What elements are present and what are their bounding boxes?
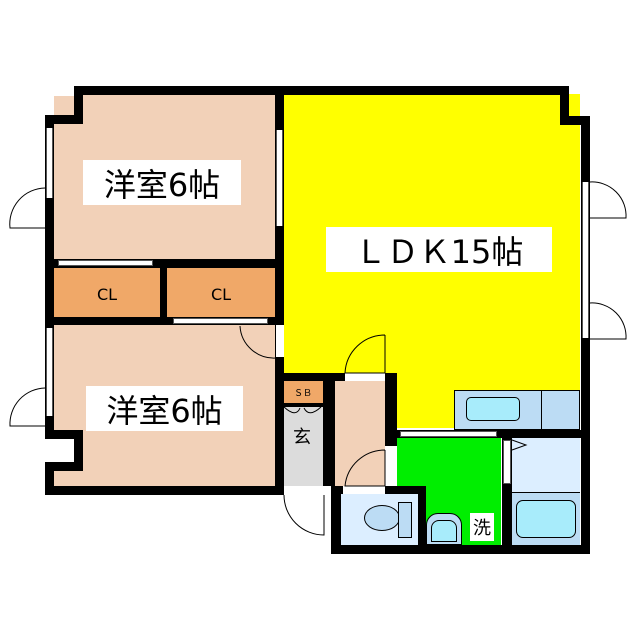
entrance-door-gap[interactable]	[284, 486, 324, 495]
room-label-western-2: 洋室6帖	[86, 386, 243, 431]
closet-2-label: CL	[210, 284, 232, 304]
wall-closet-divider	[160, 259, 167, 323]
washroom-sliding-door[interactable]	[400, 431, 497, 437]
window-room1-ldk[interactable]	[276, 130, 283, 226]
wall-bottom-right	[331, 545, 590, 554]
room2-door-gap[interactable]	[276, 325, 284, 357]
wall-sb-bottom	[283, 403, 323, 407]
door-arc-toilet	[344, 449, 386, 487]
bath-door-triangle	[511, 439, 528, 451]
ldk-door-gap[interactable]	[345, 373, 385, 381]
room-label-ldk: ＬＤＫ15帖	[326, 227, 552, 272]
door-arc-entrance	[283, 494, 325, 536]
toilet-tank-icon	[398, 502, 412, 538]
bath-door[interactable]	[503, 440, 511, 484]
window-ldk-right[interactable]	[582, 182, 589, 338]
sink-icon	[466, 397, 520, 421]
washroom-label: 洗	[470, 513, 494, 541]
wall-entrance-hall	[323, 380, 335, 486]
door-arc-ldk-right-1	[589, 181, 627, 219]
closet-1	[54, 268, 160, 318]
closet-1-sliding-door[interactable]	[58, 260, 153, 266]
wall-hall-right	[385, 373, 397, 446]
wall-toilet-left	[331, 486, 341, 554]
door-arc-ldk-right-2	[589, 302, 627, 340]
wall-top-left-step-v	[74, 86, 83, 124]
wall-left-notch-1	[45, 430, 83, 439]
entrance-label: 玄	[293, 427, 311, 448]
wash-basin-bowl-icon	[431, 520, 457, 542]
closet-2-sliding-door[interactable]	[173, 318, 268, 324]
door-arc-ldk-hall	[344, 334, 386, 374]
toilet-door-gap[interactable]	[343, 486, 385, 494]
closet-2	[167, 268, 275, 318]
wall-top-right-step-h	[560, 116, 590, 125]
hallway-floor	[335, 381, 385, 486]
window-room1-left[interactable]	[46, 128, 53, 198]
door-arc-shoebox-2	[303, 406, 322, 414]
wall-left-notch-v	[74, 430, 83, 471]
wall-wash-bath	[502, 430, 512, 554]
wall-left	[45, 115, 54, 495]
wall-bottom-left	[45, 486, 285, 495]
door-arc-room1	[9, 187, 46, 229]
door-arc-room2-hall	[239, 325, 277, 359]
wall-closet-room2	[45, 317, 283, 325]
toilet-bowl-icon	[364, 505, 400, 531]
door-arc-room2	[9, 387, 46, 427]
door-arc-shoebox-1	[283, 406, 301, 414]
wall-top-left	[74, 86, 284, 95]
bathtub-icon	[516, 500, 576, 538]
window-room2-left[interactable]	[46, 328, 53, 416]
wall-left-notch-2	[45, 462, 83, 471]
wall-top-right	[275, 86, 567, 95]
counter-divider	[541, 390, 542, 430]
western-room-1-floor-notch	[80, 92, 276, 102]
wall-center-vertical	[275, 86, 284, 486]
wall-entrance-top	[275, 373, 397, 381]
wall-toilet-right	[418, 486, 426, 546]
closet-1-label: CL	[96, 284, 118, 304]
wall-top-right-step-v	[560, 86, 569, 124]
wall-top-left-step	[45, 115, 83, 124]
room-label-western-1: 洋室6帖	[83, 160, 241, 205]
shoe-box-label: ＳＢ	[293, 388, 312, 399]
wall-left-notch-gap	[45, 439, 74, 462]
shoe-box	[283, 381, 323, 403]
